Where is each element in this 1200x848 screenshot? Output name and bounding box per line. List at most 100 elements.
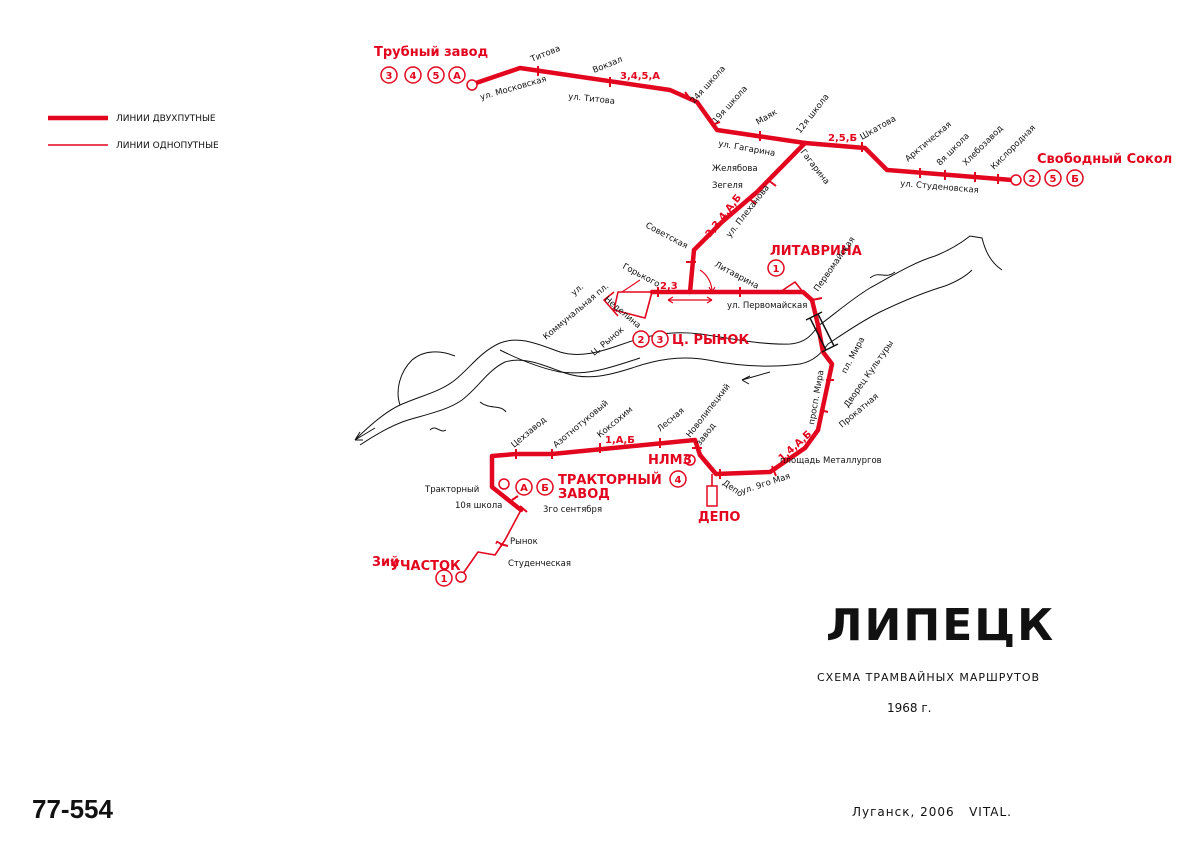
stop-sovetskaya: Советская — [644, 221, 690, 252]
line-rynok-loop — [613, 291, 653, 319]
loop-svobodny — [1010, 174, 1022, 186]
bridge-rail-a — [809, 317, 827, 351]
tick-zeg — [747, 197, 757, 205]
stop-tsekhzavod: Цехзавод — [510, 415, 549, 450]
stop-pervomayskaya-ul: ул. Первомайская — [727, 301, 807, 311]
route-circle-labels: 3 4 5 А 2 5 Б 1 2 3 А Б 1 4 — [386, 71, 1079, 585]
line-litavrina-loop — [779, 281, 804, 293]
stop-titova: Титова — [528, 44, 562, 65]
river — [354, 235, 1003, 446]
tick-zhel — [767, 179, 777, 187]
tick-24 — [684, 91, 692, 101]
stop-3sentyabrya: 3го сентября — [543, 505, 602, 515]
circle-trubny-4-label: А — [453, 71, 461, 82]
terminal-traktorny-2: ЗАВОД — [558, 487, 610, 502]
line-trubny-gagarina — [473, 65, 808, 146]
stop-studencheskaya: Студенческая — [508, 559, 571, 569]
terminal-depo: ДЕПО — [698, 510, 740, 525]
stop-nedelina: Неделина — [602, 295, 642, 331]
line-plehanova — [687, 140, 808, 295]
route-circles — [380, 66, 1084, 587]
bridge — [805, 311, 839, 353]
circle-rynok-2-label: 3 — [657, 335, 664, 346]
loop-trubny — [466, 79, 478, 91]
circle-uch-1 — [435, 569, 453, 587]
tick-perv — [811, 297, 823, 301]
stop-azotnotukovy: Азотнотуковый — [552, 398, 611, 450]
legend-single-label: ЛИНИИ ОДНОПУТНЫЕ — [116, 141, 219, 151]
stop-gagarina: Гагарина — [798, 148, 832, 187]
loop-traktorny — [498, 478, 510, 490]
bridge-end-a — [805, 311, 823, 321]
circle-trak-1-label: А — [520, 483, 528, 494]
river-arrow-lower — [741, 371, 771, 385]
arrow-rynok — [621, 279, 641, 293]
circle-trubny-1 — [380, 66, 398, 84]
arrow-sovetskaya — [699, 269, 716, 293]
stop-shkola19: 19я школа — [711, 84, 750, 126]
circle-trak-1 — [515, 478, 533, 496]
river-bank-north — [354, 235, 1003, 441]
route-label-23: 2,3 — [660, 281, 678, 292]
route-label-345a: 3,4,5,А — [620, 71, 660, 82]
author-signature: Луганск, 2006 VITAL. — [852, 805, 1012, 819]
legend-double-label: ЛИНИИ ДВУХПУТНЫЕ — [116, 114, 216, 124]
circle-svob-3 — [1066, 169, 1084, 187]
circle-trubny-2-label: 4 — [410, 71, 417, 82]
depo-building — [706, 485, 718, 507]
stop-metallurgov: площадь Металлургов — [780, 456, 882, 466]
circle-trubny-2 — [404, 66, 422, 84]
line-rynok-spur — [603, 291, 619, 317]
circle-lit-1-label: 1 — [773, 264, 780, 275]
terminal-svobodny: Свободный Сокол — [1037, 152, 1172, 167]
circle-svob-2-label: 5 — [1050, 174, 1057, 185]
river-tributary — [397, 351, 456, 406]
loop-uchastok — [455, 571, 467, 583]
circle-svob-3-label: Б — [1071, 174, 1079, 185]
river-bank-south — [359, 269, 973, 446]
stop-ul-titova: ул. Титова — [568, 92, 616, 107]
circle-svob-1-label: 2 — [1029, 174, 1036, 185]
circle-trubny-4 — [448, 66, 466, 84]
circle-trubny-3-label: 5 — [433, 71, 440, 82]
circle-trak-2-label: Б — [541, 483, 549, 494]
stop-pl-mira: пл. Мира — [840, 336, 868, 376]
circle-trak-2 — [536, 478, 554, 496]
circle-lit-1 — [767, 259, 785, 277]
circle-svob-1 — [1023, 169, 1041, 187]
terminal-uchastok-sup: 3ий — [372, 555, 399, 570]
tick-metal — [771, 465, 777, 477]
circle-svob-2 — [1044, 169, 1062, 187]
map-title: ЛИПЕЦК — [826, 600, 1055, 651]
map-year: 1968 г. — [887, 701, 931, 715]
route-label-1: 1 — [494, 538, 507, 549]
river-creek-a — [429, 271, 896, 432]
arrow-pervomayskaya — [667, 296, 713, 304]
route-label-1ab: 1,А,Б — [605, 435, 635, 446]
circle-rynok-2 — [651, 330, 669, 348]
stop-zhelyabova: Желябова — [712, 164, 758, 174]
stop-traktorny: Тракторный — [424, 485, 479, 495]
stop-c-rynok: Ц. Рынок — [590, 325, 627, 358]
stop-shkola12: 12я школа — [794, 92, 831, 136]
stop-ul: ул. — [570, 282, 587, 298]
legend: ЛИНИИ ДВУХПУТНЫЕ ЛИНИИ ОДНОПУТНЫЕ — [48, 114, 219, 151]
stop-depo: Депо — [720, 478, 744, 499]
terminal-trubny: Трубный завод — [374, 45, 488, 60]
terminal-traktorny-1: ТРАКТОРНЫЙ — [558, 472, 662, 488]
terminal-uchastok: УЧАСТОК — [390, 559, 461, 574]
tick-10 — [511, 495, 519, 501]
line-uchastok — [461, 509, 522, 576]
river-channel — [499, 349, 641, 374]
terminal-rynok: Ц. РЫНОК — [672, 333, 749, 348]
stop-shkola24: 24я школа — [689, 64, 728, 106]
map-subtitle: СХЕМА ТРАМВАЙНЫХ МАРШРУТОВ — [817, 671, 1040, 684]
river-arrow-west — [354, 427, 376, 441]
direction-arrows — [621, 269, 716, 304]
stop-shkola10: 10я школа — [455, 501, 502, 511]
stop-lesnaya: Лесная — [656, 406, 687, 434]
circle-trubny-3 — [427, 66, 445, 84]
circle-trubny-1-label: 3 — [386, 71, 393, 82]
terminal-litavrina: ЛИТАВРИНА — [770, 244, 862, 259]
